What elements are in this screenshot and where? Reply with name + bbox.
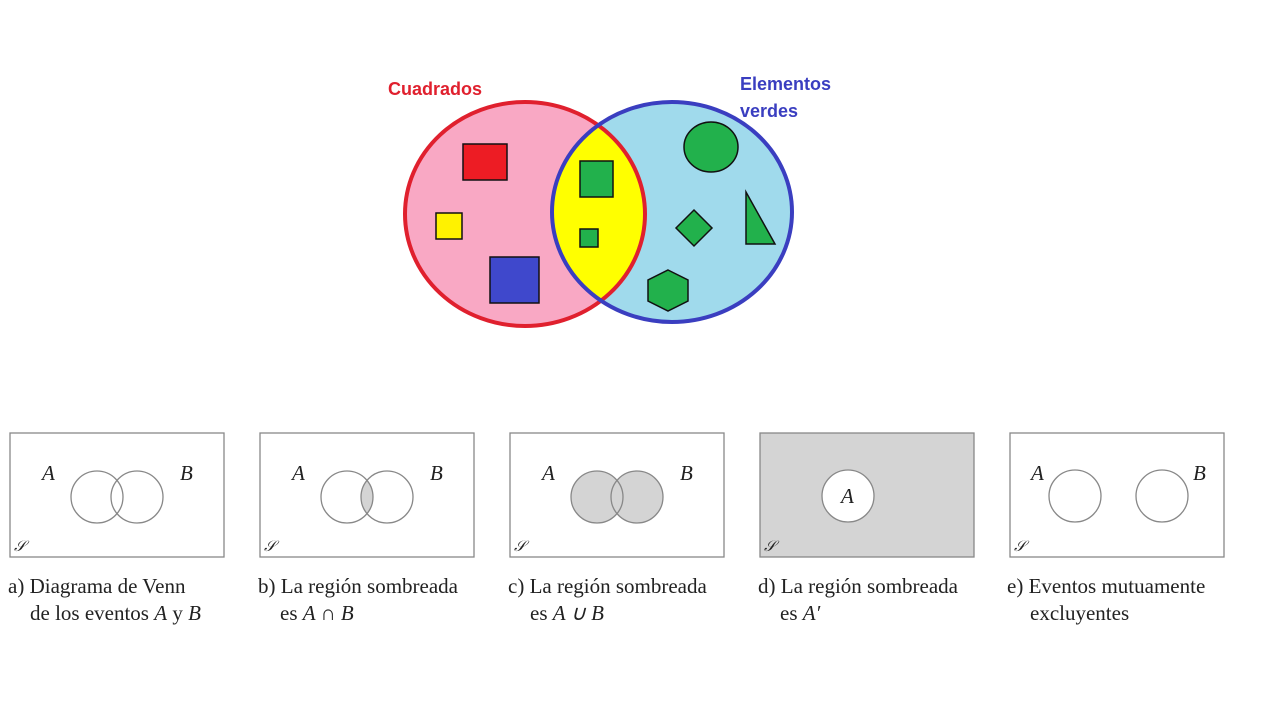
- sample-space-box: [1009, 432, 1225, 558]
- caption-line2: es A ∩ B: [280, 601, 354, 625]
- caption-line2: es A′: [780, 601, 821, 625]
- panel-d-venn: A 𝒮 d) La región sombreada es A′: [758, 432, 975, 625]
- circle-b: [1135, 469, 1189, 523]
- green-diamond: [674, 208, 714, 248]
- caption-line2: de los eventos A y B: [30, 601, 201, 625]
- caption-line1: e) Eventos mutuamente: [1007, 574, 1205, 598]
- green-set-outline: [550, 100, 794, 324]
- panel-e-venn: A B 𝒮 e) Eventos mutuamente excluyentes: [1007, 432, 1225, 625]
- caption-line2: excluyentes: [1030, 601, 1129, 625]
- caption-line1: a) Diagrama de Venn: [8, 574, 186, 598]
- yellow-square: [435, 212, 463, 240]
- circle-b: [360, 470, 414, 524]
- label-b: B: [680, 461, 693, 485]
- green-square-small: [579, 228, 599, 248]
- label-a: A: [40, 461, 55, 485]
- red-square: [462, 143, 508, 181]
- caption-line2: es A ∪ B: [530, 601, 604, 625]
- green-triangle: [745, 189, 777, 245]
- label-b: B: [430, 461, 443, 485]
- panel-b-venn: A B 𝒮 b) La región sombreada es A ∩ B: [258, 432, 475, 625]
- intersection-region: [552, 102, 645, 322]
- green-square-large: [579, 160, 614, 198]
- label-a: A: [290, 461, 305, 485]
- label-a: A: [839, 484, 854, 508]
- green-hexagon: [647, 269, 689, 312]
- label-a: A: [1029, 461, 1044, 485]
- circle-b: [610, 470, 664, 524]
- green-elements-label-line1: Elementos: [740, 74, 831, 94]
- label-b: B: [1193, 461, 1206, 485]
- label-b: B: [180, 461, 193, 485]
- circle-a: [570, 470, 624, 524]
- caption-line1: b) La región sombreada: [258, 574, 459, 598]
- colored-venn-diagram: Cuadrados Elementos verdes: [388, 74, 831, 328]
- circle-b: [110, 470, 164, 524]
- label-a: A: [540, 461, 555, 485]
- panel-c-venn: A B 𝒮 c) La región sombreada es A ∪ B: [508, 432, 725, 625]
- circle-a: [70, 470, 124, 524]
- caption-line1: d) La región sombreada: [758, 574, 959, 598]
- union-shaded-b: [611, 471, 663, 523]
- caption-line1: c) La región sombreada: [508, 574, 708, 598]
- squares-label: Cuadrados: [388, 79, 482, 99]
- circle-a: [1048, 469, 1102, 523]
- green-elements-label-line2: verdes: [740, 101, 798, 121]
- circle-a: [320, 470, 374, 524]
- union-shaded-a: [571, 471, 623, 523]
- panel-a-venn: A B 𝒮 a) Diagrama de Venn de los eventos…: [8, 432, 225, 625]
- green-circle: [683, 121, 739, 173]
- squares-set-outline: [403, 100, 647, 328]
- blue-square: [489, 256, 540, 304]
- sample-space-box: [9, 432, 225, 558]
- circle-a: [821, 469, 875, 523]
